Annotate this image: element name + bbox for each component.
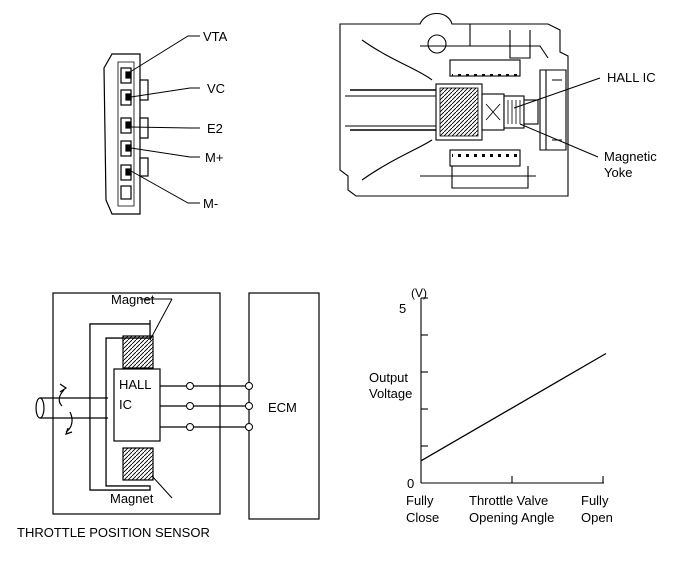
magnetic-yoke-callout-line2: Yoke [604,165,632,180]
pin-label-m-plus: M+ [205,150,223,165]
output-voltage-line [420,352,607,462]
pin-label-vc: VC [207,81,225,96]
connector-leader-lines [129,35,200,204]
output-voltage-chart: (V) 5 0 Output Voltage Fully Close Throt… [369,286,613,525]
ecm-label: ECM [268,400,297,415]
magnet-bottom-block [122,447,154,481]
sensor-caption: THROTTLE POSITION SENSOR [17,525,210,540]
x-label-throttle-line2: Opening Angle [469,510,554,525]
pin-label-m-minus: M- [203,196,218,211]
rotation-arrow-bottom [65,411,73,433]
pin-label-vta: VTA [203,29,228,44]
magnet-top-block [122,335,154,369]
hall-ic-label-line2: IC [119,397,132,412]
y-axis-label-line1: Output [369,370,408,385]
x-label-throttle-line1: Throttle Valve [469,493,548,508]
pin-label-e2: E2 [207,121,223,136]
circuit-terminals [186,382,253,431]
x-label-fully-open-line1: Fully [581,493,609,508]
x-label-fully-close-line1: Fully [406,493,434,508]
x-label-fully-open-line2: Open [581,510,613,525]
y-tick-min: 0 [407,476,414,491]
hall-ic-chip [113,368,161,442]
connector-drawing [103,53,149,215]
y-axis-unit: (V) [411,286,427,300]
sensor-circuit [35,292,320,520]
y-axis-label-line2: Voltage [369,386,412,401]
hall-ic-label-line1: HALL [119,377,152,392]
magnet-top-label: Magnet [111,292,155,307]
x-label-fully-close-line2: Close [406,510,439,525]
rotation-arrow-top [58,389,65,407]
sensor-housing [52,292,221,515]
chart-axes [420,297,604,484]
y-tick-max: 5 [399,301,406,316]
shaft [40,397,108,419]
cutaway-leader-lines [513,77,601,158]
throttle-body-cutaway [339,12,569,197]
magnetic-yoke-callout-line1: Magnetic [604,149,657,164]
hall-ic-callout: HALL IC [607,70,656,85]
magnet-bottom-label: Magnet [110,491,154,506]
